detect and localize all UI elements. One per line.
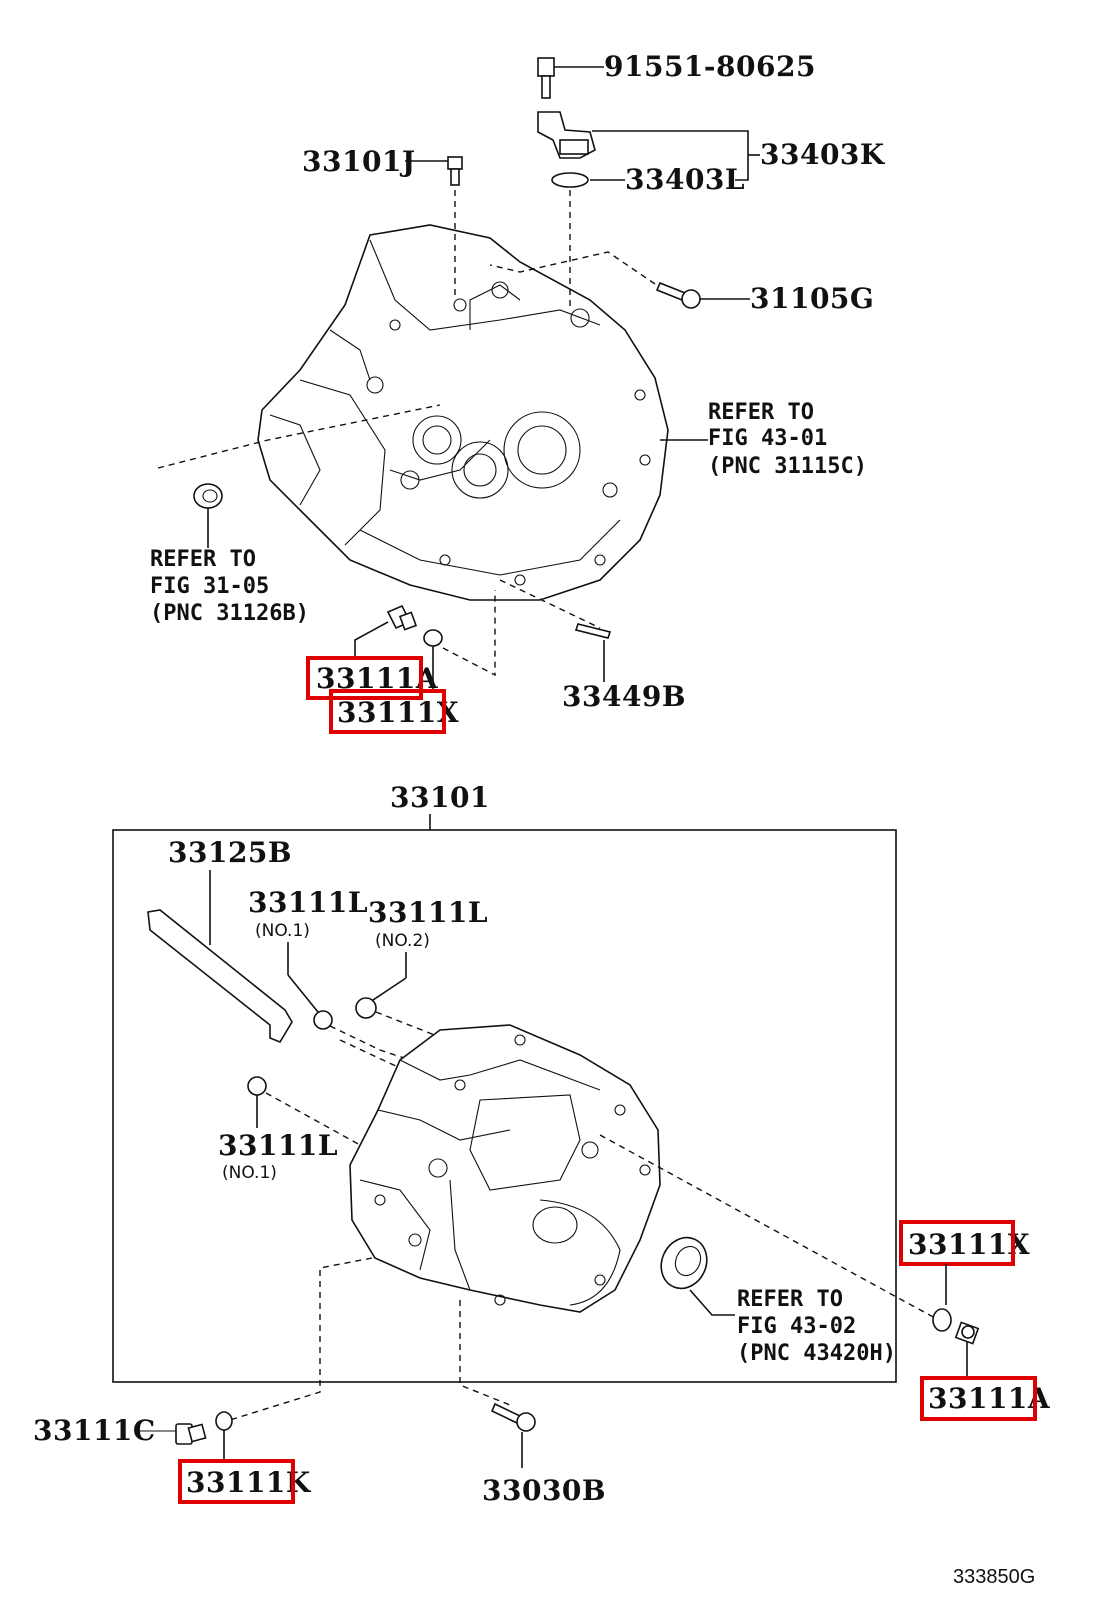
bracket-33125b-part: [147, 909, 293, 1043]
label-33111l-no1-a-sub: (NO.1): [255, 921, 310, 941]
bolt-31105g-part: [655, 281, 701, 309]
transmission-case-illustration: [349, 1024, 661, 1313]
clutch-housing-illustration: [257, 224, 669, 601]
label-33403l: 33403L: [625, 163, 745, 196]
drain-plug-33111a-top-part: [386, 604, 418, 631]
label-31105g: 31105G: [750, 282, 874, 315]
label-33111l-no2-sub: (NO.2): [375, 931, 430, 951]
refer-to-right-line3: (PNC 43420H): [737, 1341, 896, 1366]
refer-to-top-line3: (PNC 31115C): [708, 454, 867, 479]
plug-33111l-no2-part: [355, 997, 377, 1019]
refer-to-top-line2: FIG 43-01: [708, 426, 827, 451]
refer-to-right-line2: FIG 43-02: [737, 1314, 856, 1339]
plug-33111l-no1-a-part: [313, 1010, 333, 1030]
bolt-91551-80625-part: [537, 57, 555, 99]
highlight-33111k: [178, 1459, 295, 1504]
bearing-31126b-part: [193, 483, 223, 509]
bolt-33030b-part: [490, 1402, 536, 1432]
label-33101j: 33101J: [302, 145, 416, 178]
label-33111l-no1-b-sub: (NO.1): [222, 1163, 277, 1183]
pin-33449b-part: [574, 623, 612, 639]
refer-to-right-line1: REFER TO: [737, 1287, 843, 1312]
refer-to-left-line2: FIG 31-05: [150, 574, 269, 599]
refer-to-top-line1: REFER TO: [708, 400, 814, 425]
highlight-33111a-right: [920, 1376, 1037, 1421]
plug-33111c-part: [175, 1423, 207, 1445]
label-33403k: 33403K: [760, 138, 886, 171]
refer-to-left-line1: REFER TO: [150, 547, 256, 572]
label-33111l-no2: 33111L: [368, 896, 488, 929]
gasket-33111x-right-part: [932, 1308, 952, 1332]
label-33111l-no1-a: 33111L: [248, 886, 368, 919]
gasket-33111x-top-part: [423, 629, 443, 647]
highlight-33111x-right: [899, 1220, 1015, 1266]
diagram-code: 333850G: [953, 1566, 1035, 1588]
label-33111x-right: 33111X: [908, 1228, 1030, 1261]
label-91551-80625: 91551-80625: [604, 50, 816, 83]
label-33111x-top: 33111X: [337, 696, 459, 729]
oil-seal-43420h-part: [660, 1236, 708, 1290]
drain-plug-33111a-right-part: [954, 1321, 980, 1345]
o-ring-33403l-part: [551, 172, 589, 188]
label-33449b: 33449B: [562, 680, 686, 713]
label-33111a-right: 33111A: [928, 1382, 1051, 1415]
shift-lever-housing-part: [537, 111, 596, 159]
plug-33111l-no1-b-part: [247, 1076, 267, 1096]
label-33111k: 33111K: [186, 1466, 312, 1499]
refer-to-left-line3: (PNC 31126B): [150, 601, 309, 626]
highlight-33111x-top: [329, 689, 446, 734]
label-33101: 33101: [390, 781, 490, 814]
plug-33101j-part: [447, 156, 463, 186]
assembly-33101-frame: [112, 829, 897, 1383]
label-33030b: 33030B: [482, 1474, 606, 1507]
gasket-33111k-part: [215, 1411, 233, 1431]
label-33111l-no1-b: 33111L: [218, 1129, 338, 1162]
label-33125b: 33125B: [168, 836, 292, 869]
highlight-33111a-top: [306, 656, 423, 700]
label-33111c: 33111C: [33, 1414, 156, 1447]
